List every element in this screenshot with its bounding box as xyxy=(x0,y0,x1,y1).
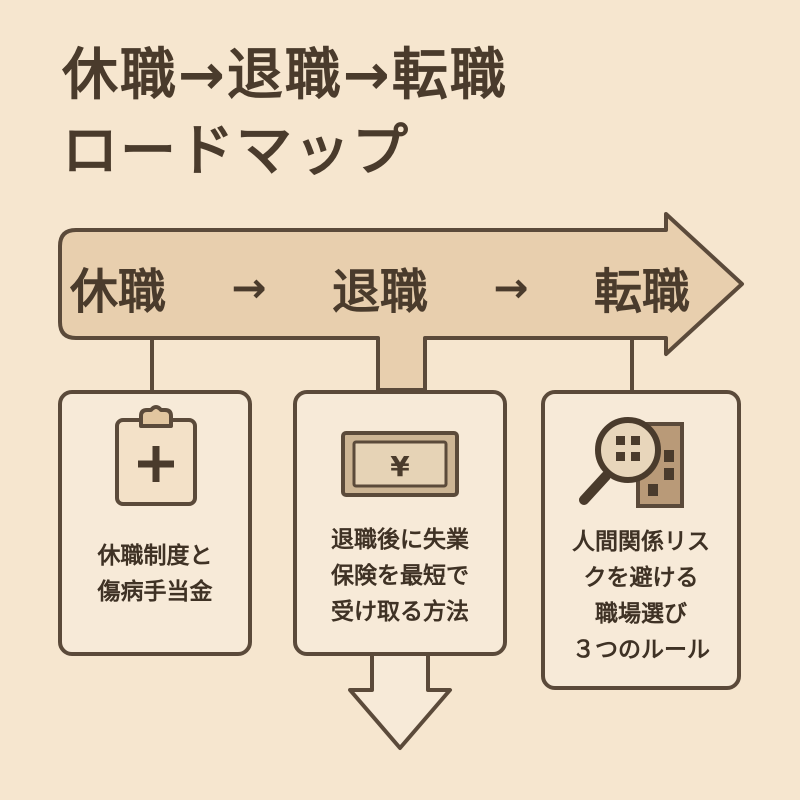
card-1-line: 傷病手当金 xyxy=(97,579,213,605)
banner-steps: 休職 → 退職 → 転職 xyxy=(70,252,690,322)
card-3-line: 人間関係リス xyxy=(572,529,710,555)
card-1-text: 休職制度と 傷病手当金 xyxy=(60,538,250,610)
banner-step-2: 退職 xyxy=(331,264,428,320)
card-3-line: ３つのルール xyxy=(572,637,710,663)
card-3-box xyxy=(541,390,741,690)
banner-step-1: 休職 xyxy=(70,264,167,320)
banner-arrow-1: → xyxy=(231,262,267,312)
magnifier-building-icon xyxy=(579,417,684,508)
card-2-text: 退職後に失業 保険を最短で 受け取る方法 xyxy=(295,522,505,630)
card-1-box xyxy=(58,390,252,656)
page-title-line1: 休職→退職→転職 xyxy=(62,43,508,108)
clipboard-plus-icon xyxy=(115,405,197,506)
card-2-line: 保険を最短で xyxy=(331,563,469,589)
yen-symbol: ¥ xyxy=(390,450,410,483)
banner-arrow-2: → xyxy=(493,262,529,312)
card-1-line: 休職制度と xyxy=(97,543,213,569)
card-3-line: 職場選び xyxy=(595,601,687,627)
card-2-line: 退職後に失業 xyxy=(331,527,469,553)
banner-step-3: 転職 xyxy=(593,264,690,320)
card-3-text: 人間関係リス クを避ける 職場選び ３つのルール xyxy=(543,524,739,668)
down-arrow xyxy=(348,638,452,750)
banner-arrow xyxy=(58,212,744,392)
yen-bill-icon: ¥ xyxy=(341,431,459,497)
card-3-line: クを避ける xyxy=(583,565,699,591)
page-title-line2: ロードマップ xyxy=(62,119,410,184)
card-2-line: 受け取る方法 xyxy=(331,599,469,625)
